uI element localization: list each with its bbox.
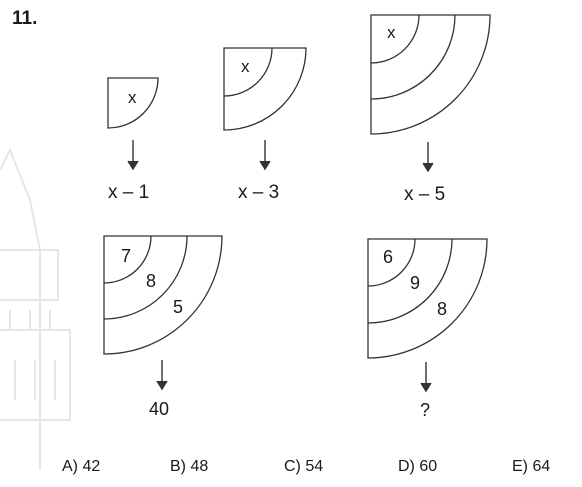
example-1-figure: x	[108, 78, 158, 128]
puzzle-1-middle-value: 8	[146, 271, 156, 291]
option-c-letter: C)	[284, 458, 301, 475]
puzzle-1-outer-value: 5	[173, 297, 183, 317]
puzzle-2-outer-value: 8	[437, 299, 447, 319]
puzzle-2-arrow	[421, 362, 431, 391]
example-3-inner-label: x	[387, 23, 396, 42]
example-1-result: x – 1	[108, 182, 149, 203]
puzzle-1-result: 40	[149, 399, 169, 419]
example-3-result: x – 5	[404, 184, 445, 205]
example-3-arrow	[423, 142, 433, 171]
option-d-letter: D)	[398, 458, 415, 475]
puzzle-2-inner-value: 6	[383, 247, 393, 267]
example-2-inner-label: x	[241, 57, 250, 76]
option-b-value: 48	[190, 458, 208, 475]
example-2-outer-sector	[224, 48, 306, 130]
example-2-result: x – 3	[238, 182, 279, 203]
example-3-figure: x	[371, 15, 490, 134]
option-e-value: 64	[532, 458, 550, 475]
example-2-arrow	[260, 140, 270, 169]
example-2-figure: x	[224, 48, 306, 130]
example-1-inner-label: x	[128, 88, 137, 107]
option-b-letter: B)	[170, 458, 186, 475]
puzzle-1-inner-value: 7	[121, 246, 131, 266]
option-b[interactable]: B) 48	[170, 458, 208, 476]
puzzle-1-figure: 7 8 5	[104, 236, 222, 354]
option-c-value: 54	[305, 458, 323, 475]
example-1-arrow	[128, 140, 138, 169]
option-d[interactable]: D) 60	[398, 458, 437, 476]
option-a[interactable]: A) 42	[62, 458, 100, 476]
example-3-middle-arc	[371, 15, 455, 99]
option-a-value: 42	[82, 458, 100, 475]
puzzle-2-figure: 6 9 8	[368, 239, 487, 358]
option-a-letter: A)	[62, 458, 78, 475]
puzzle-2-middle-value: 9	[410, 273, 420, 293]
option-c[interactable]: C) 54	[284, 458, 323, 476]
option-d-value: 60	[419, 458, 437, 475]
puzzle-1-arrow	[157, 360, 167, 389]
option-e-letter: E)	[512, 458, 528, 475]
puzzle-2-result: ?	[420, 400, 430, 420]
option-e[interactable]: E) 64	[512, 458, 550, 476]
